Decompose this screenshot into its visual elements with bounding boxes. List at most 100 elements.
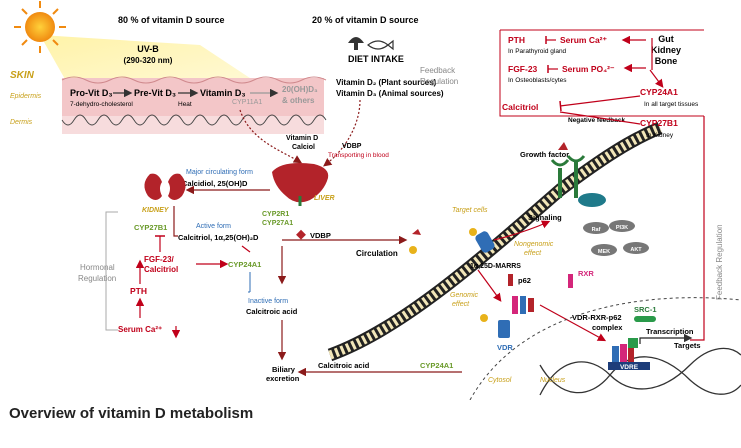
bone-label: Bone (655, 56, 678, 66)
skin-label: SKIN (10, 70, 35, 81)
diet-source-pct: 20 % of vitamin D source (312, 15, 419, 25)
pth-feedback: PTH (508, 35, 525, 45)
pi3k-node: PI3K (616, 225, 628, 231)
vitamin-d-label: Vitamin D (286, 135, 318, 142)
signaling-nodes (583, 220, 649, 256)
src1-label: SRC-1 (634, 305, 657, 314)
calcitroic-acid-label: Calcitroic acid (246, 307, 298, 316)
transcription-label: Transcription (646, 327, 694, 336)
dermis-label: Dermis (10, 119, 33, 126)
cyp11a1-label: CYP11A1 (232, 99, 262, 106)
marrs-label: 1α,25D-MARRS (470, 263, 521, 270)
genomic-label-2: effect (452, 301, 470, 308)
biliary-label-1: Biliary (272, 365, 296, 374)
vitamin-d2-label: Vitamin D₂ (Plant sources) (336, 78, 437, 87)
genomic-label-1: Genomic (450, 292, 479, 299)
complex-label-1: VDR-RXR-p62 (572, 313, 622, 322)
vdre-label: VDRE (620, 364, 639, 371)
serum-ca-feedback: Serum Ca²⁺ (560, 35, 608, 45)
epidermis-label: Epidermis (10, 93, 42, 100)
pth-kidney: PTH (130, 286, 147, 296)
nucleus-boundary (469, 297, 741, 401)
negative-feedback-label: Negative feedback (568, 117, 625, 124)
calcitriol-kidney: Calcitriol, 1α,25(OH)₂D (178, 233, 259, 242)
osteo-label: In Osteoblasts/cytes (508, 77, 567, 84)
fish-icon (367, 39, 394, 51)
cyp24a1-bottom: CYP24A1 (420, 361, 453, 370)
others-label-2: & others (282, 96, 315, 105)
diet-intake-title: DIET INTAKE (348, 54, 404, 64)
cyp27a1-label: CYP27A1 (262, 220, 293, 227)
transport-label: Transporting in blood (328, 152, 389, 159)
heat-label: Heat (178, 101, 192, 108)
vdbp-circulation: VDBP (310, 231, 331, 240)
calcitroic-acid-bottom: Calcitroic acid (318, 361, 370, 370)
nongenomic-label-1: Nongenomic (514, 241, 554, 248)
uvb-label: UV-B (137, 44, 159, 54)
provit-d3: Pro-Vit D₃ (70, 88, 113, 98)
ligand-icon (409, 229, 421, 254)
cyp24a1-feedback: CYP24A1 (640, 87, 678, 97)
mek-node: MEK (598, 249, 610, 255)
akt-node: AKT (630, 247, 642, 253)
p62-label: p62 (518, 276, 531, 285)
all-targets-label: In all target tissues (644, 101, 699, 108)
active-form-label: Active form (196, 223, 231, 230)
growth-factor-label: Growth factor (520, 150, 569, 159)
biliary-label-2: excretion (266, 374, 300, 383)
figure-caption: Overview of vitamin D metabolism (9, 405, 254, 422)
marrs-receptor (469, 228, 495, 253)
dna-strand (539, 347, 741, 396)
circulation-label: Circulation (356, 249, 398, 258)
cytosol-label: Cytosol (488, 377, 512, 384)
rxr-label: RXR (578, 269, 594, 278)
feedback-regulation-label-1: Feedback (420, 66, 456, 75)
vdr-label: VDR (497, 343, 513, 352)
rxr-protein (568, 274, 573, 288)
vitamin-d3-skin: Vitamin D₃ (200, 88, 246, 98)
cyp2r1-label: CYP2R1 (262, 211, 289, 218)
inactive-form-label: Inactive form (248, 298, 288, 305)
targets-label: Targets (674, 341, 701, 350)
liver-label: LIVER (314, 195, 335, 202)
gut-label: Gut (658, 34, 674, 44)
cell-membrane (327, 121, 663, 362)
vdbp-molecule-icon (296, 229, 306, 240)
uvb-range: (290-320 nm) (124, 56, 173, 65)
calciol-label: Calciol (292, 144, 315, 151)
in-kidney-label: In Kidney (646, 132, 674, 139)
serum-po4-feedback: Serum PO₄²⁻ (562, 64, 615, 74)
fgf23-label-1: FGF-23/ (144, 255, 175, 264)
p62-protein (508, 274, 513, 286)
vdr-complex-cytosol (512, 296, 534, 314)
diagram-canvas: 80 % of vitamin D source UV-B (290-320 n… (10, 1, 741, 401)
complex-label-2: complex (592, 323, 623, 332)
hormonal-label-2: Regulation (78, 274, 116, 283)
fgf23-label-2: Calcitriol (144, 265, 178, 274)
target-cells-label: Target cells (452, 207, 488, 214)
feedback-box (499, 29, 705, 341)
liver-organ (272, 163, 329, 203)
mushroom-icon (348, 37, 364, 50)
uvb-beam (40, 35, 265, 88)
growth-factor-receptor (550, 142, 606, 207)
cyp27b1-kidney: CYP27B1 (134, 223, 167, 232)
vdre-complex (608, 338, 650, 370)
nucleus-label: Nucleus (540, 377, 566, 384)
sun-source-pct: 80 % of vitamin D source (118, 15, 225, 25)
calcitriol-feedback: Calcitriol (502, 102, 538, 112)
vdr-protein (480, 314, 510, 338)
cyp24a1-kidney: CYP24A1 (228, 260, 261, 269)
serum-ca-kidney: Serum Ca²⁺ (118, 325, 162, 334)
feedback-side-label: Feedback Regulation (715, 224, 724, 300)
others-label-1: 20(OH)D₃ (282, 85, 318, 94)
vdbp-liver: VDBP (342, 143, 362, 150)
major-form-label: Major circulating form (186, 169, 253, 176)
kidney-label: KIDNEY (142, 207, 170, 214)
vitamin-d3-label: Vitamin D₃ (Animal sources) (336, 89, 444, 98)
previt-d3: Pre-Vit D₃ (134, 88, 176, 98)
src1-protein (634, 316, 656, 322)
kidney-organ (144, 173, 186, 200)
feedback-regulation-label-2: Regulation (420, 77, 458, 86)
